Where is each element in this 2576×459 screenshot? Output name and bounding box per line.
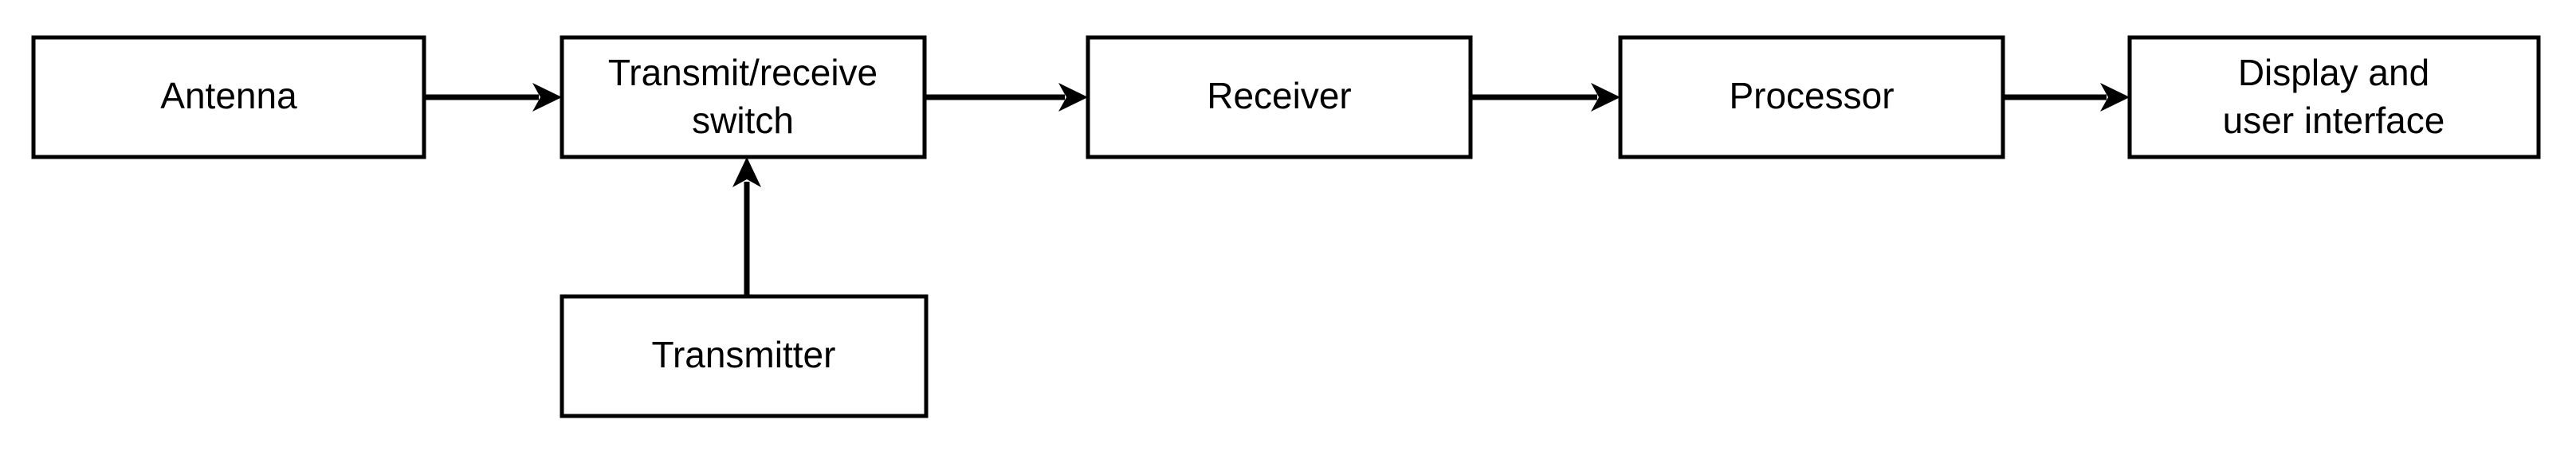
edge-antenna-to-tr-switch [424, 83, 562, 112]
node-receiver[interactable]: Receiver [1086, 35, 1473, 159]
node-transmitter-label: Transmitter [652, 334, 836, 375]
arrowhead-icon [1058, 83, 1088, 112]
arrowhead-icon [2100, 83, 2130, 112]
node-tr-switch-box[interactable] [560, 35, 927, 159]
node-display-box[interactable] [2127, 35, 2541, 159]
node-tr-switch[interactable]: Transmit/receive switch [560, 35, 927, 159]
arrowhead-icon [732, 157, 761, 187]
node-display-label-line2: user interface [2223, 100, 2445, 141]
edge-processor-to-display [2003, 83, 2130, 112]
node-tr-switch-label-line2: switch [692, 100, 794, 141]
node-antenna-box[interactable] [31, 35, 426, 159]
node-display[interactable]: Display and user interface [2127, 35, 2541, 159]
arrowhead-icon [532, 83, 562, 112]
edge-transmitter-to-tr-switch [732, 157, 761, 296]
edge-tr-switch-to-receiver [925, 83, 1088, 112]
node-transmitter[interactable]: Transmitter [560, 294, 929, 418]
node-antenna-label: Antenna [160, 75, 297, 116]
edge-receiver-to-processor [1471, 83, 1620, 112]
node-receiver-label: Receiver [1207, 75, 1352, 116]
node-display-label-line1: Display and [2238, 52, 2429, 93]
node-receiver-box[interactable] [1086, 35, 1473, 159]
arrowhead-icon [1591, 83, 1620, 112]
node-transmitter-box[interactable] [560, 294, 929, 418]
node-processor-box[interactable] [1618, 35, 2005, 159]
node-processor[interactable]: Processor [1618, 35, 2005, 159]
node-antenna[interactable]: Antenna [31, 35, 426, 159]
node-processor-label: Processor [1729, 75, 1894, 116]
node-tr-switch-label-line1: Transmit/receive [608, 52, 878, 93]
